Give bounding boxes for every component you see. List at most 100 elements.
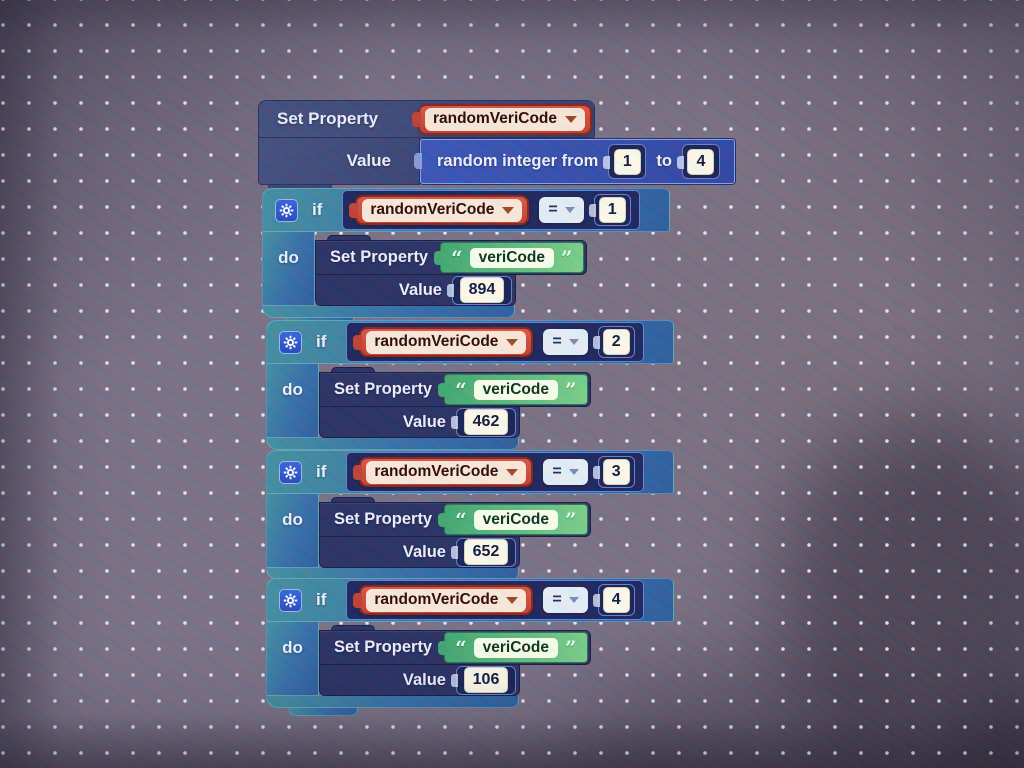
dropdown-arrow-icon [564, 207, 575, 213]
value-input-row[interactable]: Value [258, 138, 420, 185]
close-quote-icon: ” [564, 635, 577, 660]
gear-icon[interactable] [279, 588, 302, 612]
string-field[interactable]: veriCode [473, 379, 558, 400]
if-block-3[interactable]: if randomVeriCode = 3 [266, 450, 674, 588]
dropdown-arrow-icon [565, 115, 577, 123]
value-label: Value [402, 670, 446, 689]
nested-set-property-block[interactable]: Set Property “ veriCode ” Value 106 [319, 625, 591, 696]
string-field[interactable]: veriCode [473, 637, 558, 658]
value-number-field[interactable]: 106 [463, 667, 509, 693]
do-label: do [282, 638, 303, 657]
close-quote-icon: ” [564, 377, 577, 402]
string-block[interactable]: “ veriCode ” [434, 242, 584, 273]
if-condition-row[interactable]: if randomVeriCode = 1 [262, 188, 670, 232]
gear-icon[interactable] [275, 198, 298, 222]
nested-value-row[interactable]: Value 652 [319, 537, 520, 568]
compare-number-field[interactable]: 1 [598, 197, 626, 223]
nested-set-property-row[interactable]: Set Property “ veriCode ” [315, 240, 587, 275]
dropdown-arrow-icon [506, 468, 519, 476]
if-condition-row[interactable]: if randomVeriCode = 3 [266, 450, 674, 494]
value-label: Value [402, 542, 446, 561]
value-number-socket[interactable]: 652 [451, 537, 516, 567]
block-connector-notch [331, 625, 375, 630]
operator-dropdown[interactable]: = [543, 329, 588, 355]
if-condition-row[interactable]: if randomVeriCode = 2 [266, 320, 674, 364]
operator-dropdown[interactable]: = [543, 459, 588, 485]
nested-set-property-block[interactable]: Set Property “ veriCode ” Value 462 [319, 367, 591, 438]
value-number-field[interactable]: 462 [463, 409, 509, 435]
from-number-field[interactable]: 1 [613, 148, 641, 175]
do-label: do [282, 510, 303, 529]
if-do-spine: do [266, 494, 319, 568]
operator-dropdown[interactable]: = [539, 197, 584, 223]
equals-comparison-block[interactable]: randomVeriCode = 1 [342, 190, 640, 230]
variable-dropdown[interactable]: randomVeriCode [353, 327, 534, 357]
if-block-4[interactable]: if randomVeriCode = 4 [266, 578, 674, 716]
gear-icon[interactable] [279, 460, 302, 484]
compare-number-socket[interactable]: 2 [592, 326, 635, 358]
compare-number-field[interactable]: 3 [602, 459, 630, 485]
if-block-bottom-bar [266, 438, 519, 450]
compare-number-socket[interactable]: 1 [588, 194, 631, 226]
nested-value-row[interactable]: Value 894 [315, 275, 516, 306]
value-number-socket[interactable]: 462 [451, 407, 516, 437]
string-field[interactable]: veriCode [473, 509, 558, 530]
do-label: do [278, 248, 299, 267]
compare-number-field[interactable]: 4 [602, 587, 630, 613]
operator-value: = [548, 201, 558, 218]
nested-set-property-row[interactable]: Set Property “ veriCode ” [319, 372, 591, 407]
value-label: Value [346, 151, 391, 170]
value-number-field[interactable]: 652 [463, 539, 509, 565]
if-do-spine: do [266, 622, 319, 696]
nested-value-row[interactable]: Value 106 [319, 665, 520, 696]
set-property-block[interactable]: Set Property randomVeriCode Value random… [258, 100, 735, 192]
if-label: if [316, 590, 327, 609]
string-block[interactable]: “ veriCode ” [438, 504, 588, 535]
nested-set-property-row[interactable]: Set Property “ veriCode ” [319, 502, 591, 537]
nested-set-property-row[interactable]: Set Property “ veriCode ” [319, 630, 591, 665]
compare-number-field[interactable]: 2 [602, 329, 630, 355]
if-label: if [316, 332, 327, 351]
string-block[interactable]: “ veriCode ” [438, 632, 588, 663]
operator-dropdown[interactable]: = [543, 587, 588, 613]
if-block-bottom-bar [266, 696, 519, 708]
to-number-socket[interactable]: 4 [676, 144, 720, 179]
value-number-socket[interactable]: 106 [451, 665, 516, 695]
block-connector-tab [288, 708, 358, 716]
compare-number-socket[interactable]: 4 [592, 584, 635, 616]
set-property-row[interactable]: Set Property randomVeriCode [258, 100, 595, 138]
if-do-spine: do [262, 232, 315, 306]
dropdown-arrow-icon [568, 469, 579, 475]
block-connector-notch [331, 367, 375, 372]
value-number-socket[interactable]: 894 [447, 275, 512, 305]
nested-set-property-block[interactable]: Set Property “ veriCode ” Value 894 [315, 235, 587, 306]
if-label: if [316, 462, 327, 481]
string-block[interactable]: “ veriCode ” [438, 374, 588, 405]
variable-dropdown-value: randomVeriCode [374, 333, 499, 350]
if-block-1[interactable]: if randomVeriCode = 1 [262, 188, 670, 326]
equals-comparison-block[interactable]: randomVeriCode = 3 [346, 452, 644, 492]
if-block-2[interactable]: if randomVeriCode = 2 [266, 320, 674, 458]
if-do-spine: do [266, 364, 319, 438]
property-dropdown[interactable]: randomVeriCode [411, 103, 592, 135]
variable-dropdown[interactable]: randomVeriCode [353, 585, 534, 615]
if-block-bottom-bar [262, 306, 515, 318]
equals-comparison-block[interactable]: randomVeriCode = 2 [346, 322, 644, 362]
equals-comparison-block[interactable]: randomVeriCode = 4 [346, 580, 644, 620]
variable-dropdown[interactable]: randomVeriCode [349, 195, 530, 225]
string-field[interactable]: veriCode [469, 247, 554, 268]
set-property-label: Set Property [334, 380, 433, 398]
if-condition-row[interactable]: if randomVeriCode = 4 [266, 578, 674, 622]
compare-number-socket[interactable]: 3 [592, 456, 635, 488]
close-quote-icon: ” [560, 245, 573, 270]
do-label: do [282, 380, 303, 399]
to-number-field[interactable]: 4 [687, 148, 715, 175]
nested-value-row[interactable]: Value 462 [319, 407, 520, 438]
random-integer-block[interactable]: random integer from 1 to 4 [414, 139, 735, 184]
nested-set-property-block[interactable]: Set Property “ veriCode ” Value 652 [319, 497, 591, 568]
value-number-field[interactable]: 894 [459, 277, 505, 303]
from-number-socket[interactable]: 1 [603, 144, 647, 179]
variable-dropdown[interactable]: randomVeriCode [353, 457, 534, 487]
gear-icon[interactable] [279, 330, 302, 354]
